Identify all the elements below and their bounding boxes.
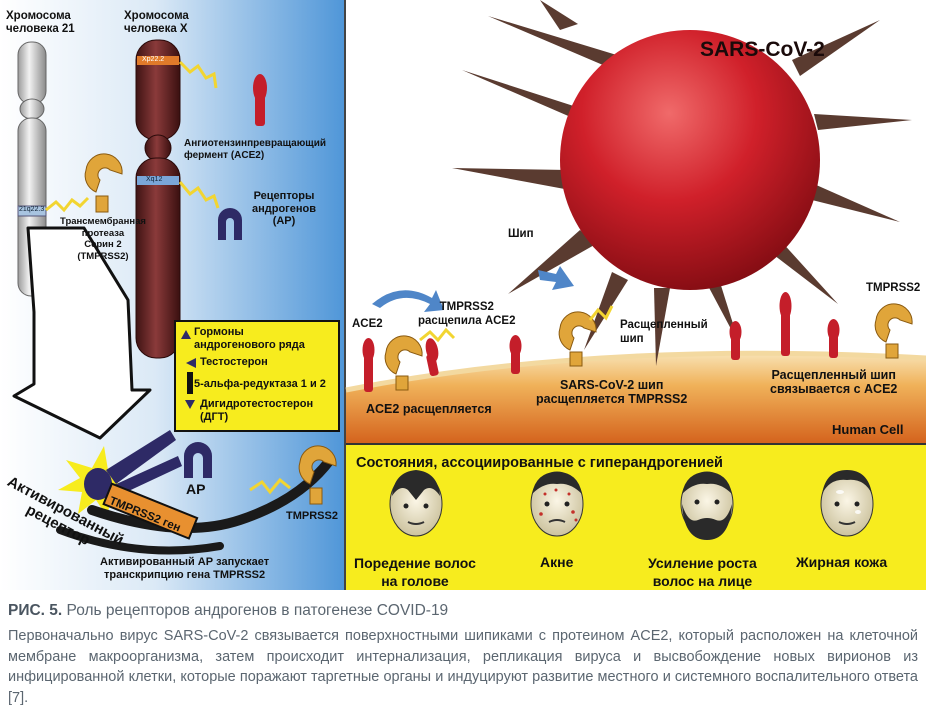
ace2-enzyme-label: Ангиотензинпревращающий фермент (ACE2) <box>184 138 327 161</box>
androgen-receptors-label: Рецепторы андрогенов (АР) <box>252 190 317 227</box>
face-acne <box>530 471 584 537</box>
tmprss2-cleaved-label: TMPRSS2 расщепила ACE2 <box>418 301 516 327</box>
face-facial-hair <box>680 471 734 540</box>
band-21q22 <box>17 205 47 217</box>
human-cell <box>346 353 926 444</box>
legend-androgens: Гормоны андрогенового ряда <box>194 326 305 351</box>
big-arrow <box>12 226 152 440</box>
legend-testosterone: Тестостерон <box>200 356 268 368</box>
tmprss2-icon-membrane-3 <box>874 303 913 359</box>
condition-label-facial-hair: Усиление роста волос на лице <box>648 555 757 589</box>
condition-label-hair-thinning: Поредение волос на голове <box>354 555 476 589</box>
caption-title: Роль рецепторов андрогенов в патогенезе … <box>66 602 449 619</box>
blue-arrow-2 <box>538 266 574 290</box>
virus-spikes <box>452 0 912 366</box>
band-xp22-label: Xp22.2 <box>142 56 165 63</box>
cleave-zigzag-2 <box>588 305 614 321</box>
gene-zigzag-bottom <box>249 477 291 495</box>
conditions-title: Состояния, ассоциированные с гиперандрог… <box>356 455 723 471</box>
tmprss2-icon-membrane-1 <box>384 335 423 391</box>
chromosome-21-title: Хромосома человека 21 <box>6 10 75 35</box>
ace2-icon <box>253 74 267 126</box>
androgen-receptor-icon-top <box>218 208 242 240</box>
ace2-split-label: ACE2 расщепляется <box>366 402 492 416</box>
tmprss2-icon-left <box>84 153 123 213</box>
triangle-icon-dht <box>185 400 195 409</box>
sars-cov-2-virus <box>560 30 820 290</box>
dna-strand <box>87 455 335 533</box>
cleaved-ace2 <box>425 338 439 377</box>
condition-label-oily-skin: Жирная кожа <box>796 554 888 570</box>
tmprss2-gene <box>102 482 199 540</box>
band-xq12 <box>137 176 179 185</box>
arrow-down-icon <box>187 372 193 394</box>
virus-label: SARS-CoV-2 <box>700 38 825 61</box>
ace2-label: ACE2 <box>352 318 383 330</box>
caption-title-line: РИС. 5. Роль рецепторов андрогенов в пат… <box>8 602 918 620</box>
condition-label-acne: Акне <box>540 554 574 570</box>
chromosome-x-title: Хромосома человека X <box>124 10 189 35</box>
triangle-icon-testosterone <box>186 358 196 368</box>
tmprss2-right-label: TMPRSS2 <box>866 282 921 294</box>
figure-illustration <box>0 0 926 590</box>
spike-split-label: SARS-CoV-2 шип расщепляется TMPRSS2 <box>536 378 688 406</box>
activated-ar-text: Активированный АР запускает транскрипцию… <box>100 556 270 581</box>
legend-reductase: 5-альфа-редуктаза 1 и 2 <box>194 378 326 390</box>
tmprss2-icon-bottom <box>298 445 337 505</box>
face-hair-thinning <box>389 470 443 537</box>
band-xq12-label: Xq12 <box>146 176 163 183</box>
activated-receptor-burst <box>58 430 182 518</box>
gene-zigzag-xq12 <box>178 181 220 209</box>
legend-dht: Дигидротестостерон (ДГТ) <box>200 398 314 423</box>
tmprss2-icon-membrane-2 <box>558 311 597 367</box>
ar-label: АР <box>186 481 206 497</box>
androgen-legend-box: Гормоны андрогенового ряда Тестостерон 5… <box>174 320 340 432</box>
cleave-zigzag-1 <box>419 327 456 343</box>
tmprss2-protease-label: Трансмембранная протеаза Серин 2 (TMPRSS… <box>60 216 146 262</box>
chromosome-x <box>135 39 181 359</box>
androgen-receptor-icon-bottom <box>184 442 212 478</box>
dna-strand-lower <box>56 526 224 555</box>
tmprss2-bottom-label: TMPRSS2 <box>286 510 338 522</box>
face-oily-skin <box>820 470 874 537</box>
band-xp22 <box>137 56 179 65</box>
human-cell-label: Human Cell <box>832 422 904 437</box>
band-21q22-label: 21q22.3 <box>19 206 45 213</box>
spike-binds-label: Расщепленный шип связывается с ACE2 <box>770 368 898 396</box>
blue-arrow-1 <box>372 290 444 312</box>
caption-text: Первоначально вирус SARS-CoV-2 связывает… <box>8 628 918 706</box>
figure-caption: РИС. 5. Роль рецепторов андрогенов в пат… <box>8 602 918 708</box>
triangle-icon-androgens <box>181 330 191 339</box>
gene-zigzag-xp22 <box>178 60 218 89</box>
cleaved-spike-label: Расщепленный шип <box>620 319 708 345</box>
figure-number: РИС. 5. <box>8 602 63 619</box>
spike-label: Шип <box>508 228 534 240</box>
gene-zigzag-21q22 <box>45 196 90 213</box>
ace2-receptors <box>362 292 840 392</box>
